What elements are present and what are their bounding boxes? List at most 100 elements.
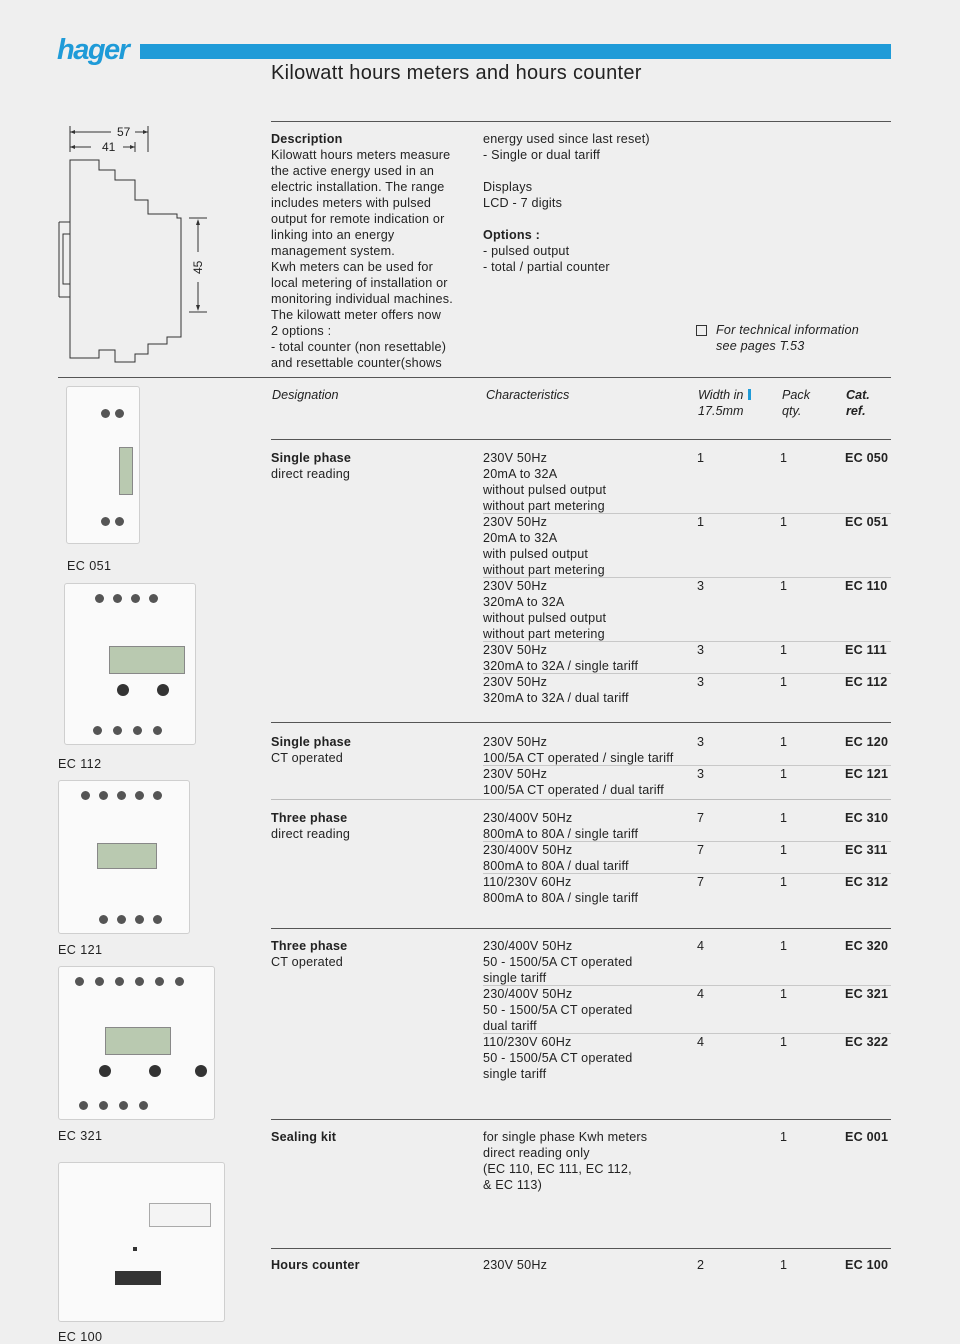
row-pack: 1: [780, 939, 788, 953]
row-pack: 1: [780, 643, 788, 657]
brand-logo: hager: [57, 34, 130, 66]
row-characteristics: 230V 50Hz 100/5A CT operated / single ta…: [483, 735, 674, 765]
row-width: 7: [697, 843, 705, 857]
row-cat-ref: EC 111: [845, 643, 887, 657]
terminal-icon: [135, 977, 144, 986]
description-heading: Description: [271, 132, 343, 146]
row-pack: 1: [780, 811, 788, 825]
tech-info-note: For technical information see pages T.53: [716, 323, 859, 353]
row-pack: 1: [780, 675, 788, 689]
col-width: Width in: [698, 387, 752, 403]
terminal-icon: [101, 409, 110, 418]
row-divider: [483, 841, 891, 842]
terminal-icon: [153, 915, 162, 924]
product-image-ec121: [58, 780, 190, 934]
terminal-icon: [93, 726, 102, 735]
header-top-rule: [58, 377, 891, 378]
description-text-cont: energy used since last reset) - Single o…: [483, 132, 650, 162]
lcd-display: [105, 1027, 171, 1055]
row-cat-ref: EC 050: [845, 451, 889, 465]
group-rule: [271, 1248, 891, 1249]
row-characteristics: for single phase Kwh meters direct readi…: [483, 1130, 648, 1192]
displays-value: LCD - 7 digits: [483, 196, 563, 210]
terminal-icon: [135, 915, 144, 924]
terminal-icon: [115, 409, 124, 418]
row-width: 3: [697, 767, 705, 781]
col-pack: Pack qty.: [782, 388, 810, 418]
group-rule: [271, 928, 891, 929]
row-characteristics: 230/400V 50Hz 50 - 1500/5A CT operated s…: [483, 939, 633, 985]
terminal-icon: [153, 791, 162, 800]
terminal-icon: [117, 791, 126, 800]
row-cat-ref: EC 120: [845, 735, 889, 749]
col-width-label: Width in: [698, 388, 744, 402]
row-cat-ref: EC 051: [845, 515, 889, 529]
terminal-icon: [99, 791, 108, 800]
row-width: 1: [697, 515, 705, 529]
group-title: Three phase: [271, 811, 348, 825]
row-divider: [483, 641, 891, 642]
terminal-icon: [99, 1101, 108, 1110]
product-label: EC 112: [58, 757, 102, 771]
group-subtitle: CT operated: [271, 955, 343, 969]
terminal-icon: [153, 726, 162, 735]
product-label: EC 321: [58, 1129, 103, 1143]
terminal-icon: [75, 977, 84, 986]
knob-icon: [117, 684, 129, 696]
terminal-icon: [119, 1101, 128, 1110]
row-characteristics: 230V 50Hz 320mA to 32A / dual tariff: [483, 675, 629, 705]
terminal-icon: [133, 726, 142, 735]
row-cat-ref: EC 321: [845, 987, 889, 1001]
terminal-icon: [149, 594, 158, 603]
group-title: Sealing kit: [271, 1130, 337, 1144]
terminal-icon: [101, 517, 110, 526]
dim-41-label: 41: [102, 140, 116, 154]
row-cat-ref: EC 310: [845, 811, 889, 825]
row-width: 3: [697, 643, 705, 657]
row-divider: [483, 985, 891, 986]
product-image-ec321: [58, 966, 215, 1120]
row-width: 3: [697, 675, 705, 689]
col-characteristics: Characteristics: [486, 388, 570, 402]
row-pack: 1: [780, 1258, 788, 1272]
terminal-icon: [131, 594, 140, 603]
terminal-icon: [175, 977, 184, 986]
product-image-ec100: [58, 1162, 225, 1322]
row-pack: 1: [780, 735, 788, 749]
row-characteristics: 230V 50Hz 20mA to 32A with pulsed output…: [483, 515, 605, 577]
dim-45-label: 45: [191, 260, 205, 274]
row-characteristics: 230V 50Hz 100/5A CT operated / dual tari…: [483, 767, 664, 797]
row-characteristics: 110/230V 60Hz 800mA to 80A / single tari…: [483, 875, 639, 905]
row-pack: 1: [780, 843, 788, 857]
row-divider: [483, 1033, 891, 1034]
row-cat-ref: EC 322: [845, 1035, 889, 1049]
lcd-display: [97, 843, 157, 869]
col-designation: Designation: [272, 388, 339, 402]
terminal-icon: [135, 791, 144, 800]
product-label: EC 100: [58, 1330, 103, 1344]
row-pack: 1: [780, 987, 788, 1001]
displays-heading: Displays: [483, 180, 533, 194]
terminal-icon: [81, 791, 90, 800]
row-cat-ref: EC 320: [845, 939, 889, 953]
row-divider: [483, 577, 891, 578]
row-pack: 1: [780, 1035, 788, 1049]
col-cat-ref: Cat. ref.: [846, 388, 870, 418]
options-list: - pulsed output - total / partial counte…: [483, 244, 610, 274]
group-title: Hours counter: [271, 1258, 360, 1272]
row-cat-ref: EC 311: [845, 843, 888, 857]
row-pack: 1: [780, 451, 788, 465]
row-width: 4: [697, 939, 705, 953]
terminal-icon: [99, 915, 108, 924]
row-width: 4: [697, 1035, 705, 1049]
group-divider: [271, 799, 891, 800]
terminal-icon: [95, 594, 104, 603]
group-subtitle: direct reading: [271, 467, 351, 481]
row-characteristics: 230V 50Hz 320mA to 32A / single tariff: [483, 643, 639, 673]
terminal-icon: [113, 594, 122, 603]
row-pack: 1: [780, 579, 788, 593]
row-pack: 1: [780, 767, 788, 781]
row-width: 7: [697, 811, 705, 825]
terminal-icon: [79, 1101, 88, 1110]
row-pack: 1: [780, 515, 788, 529]
